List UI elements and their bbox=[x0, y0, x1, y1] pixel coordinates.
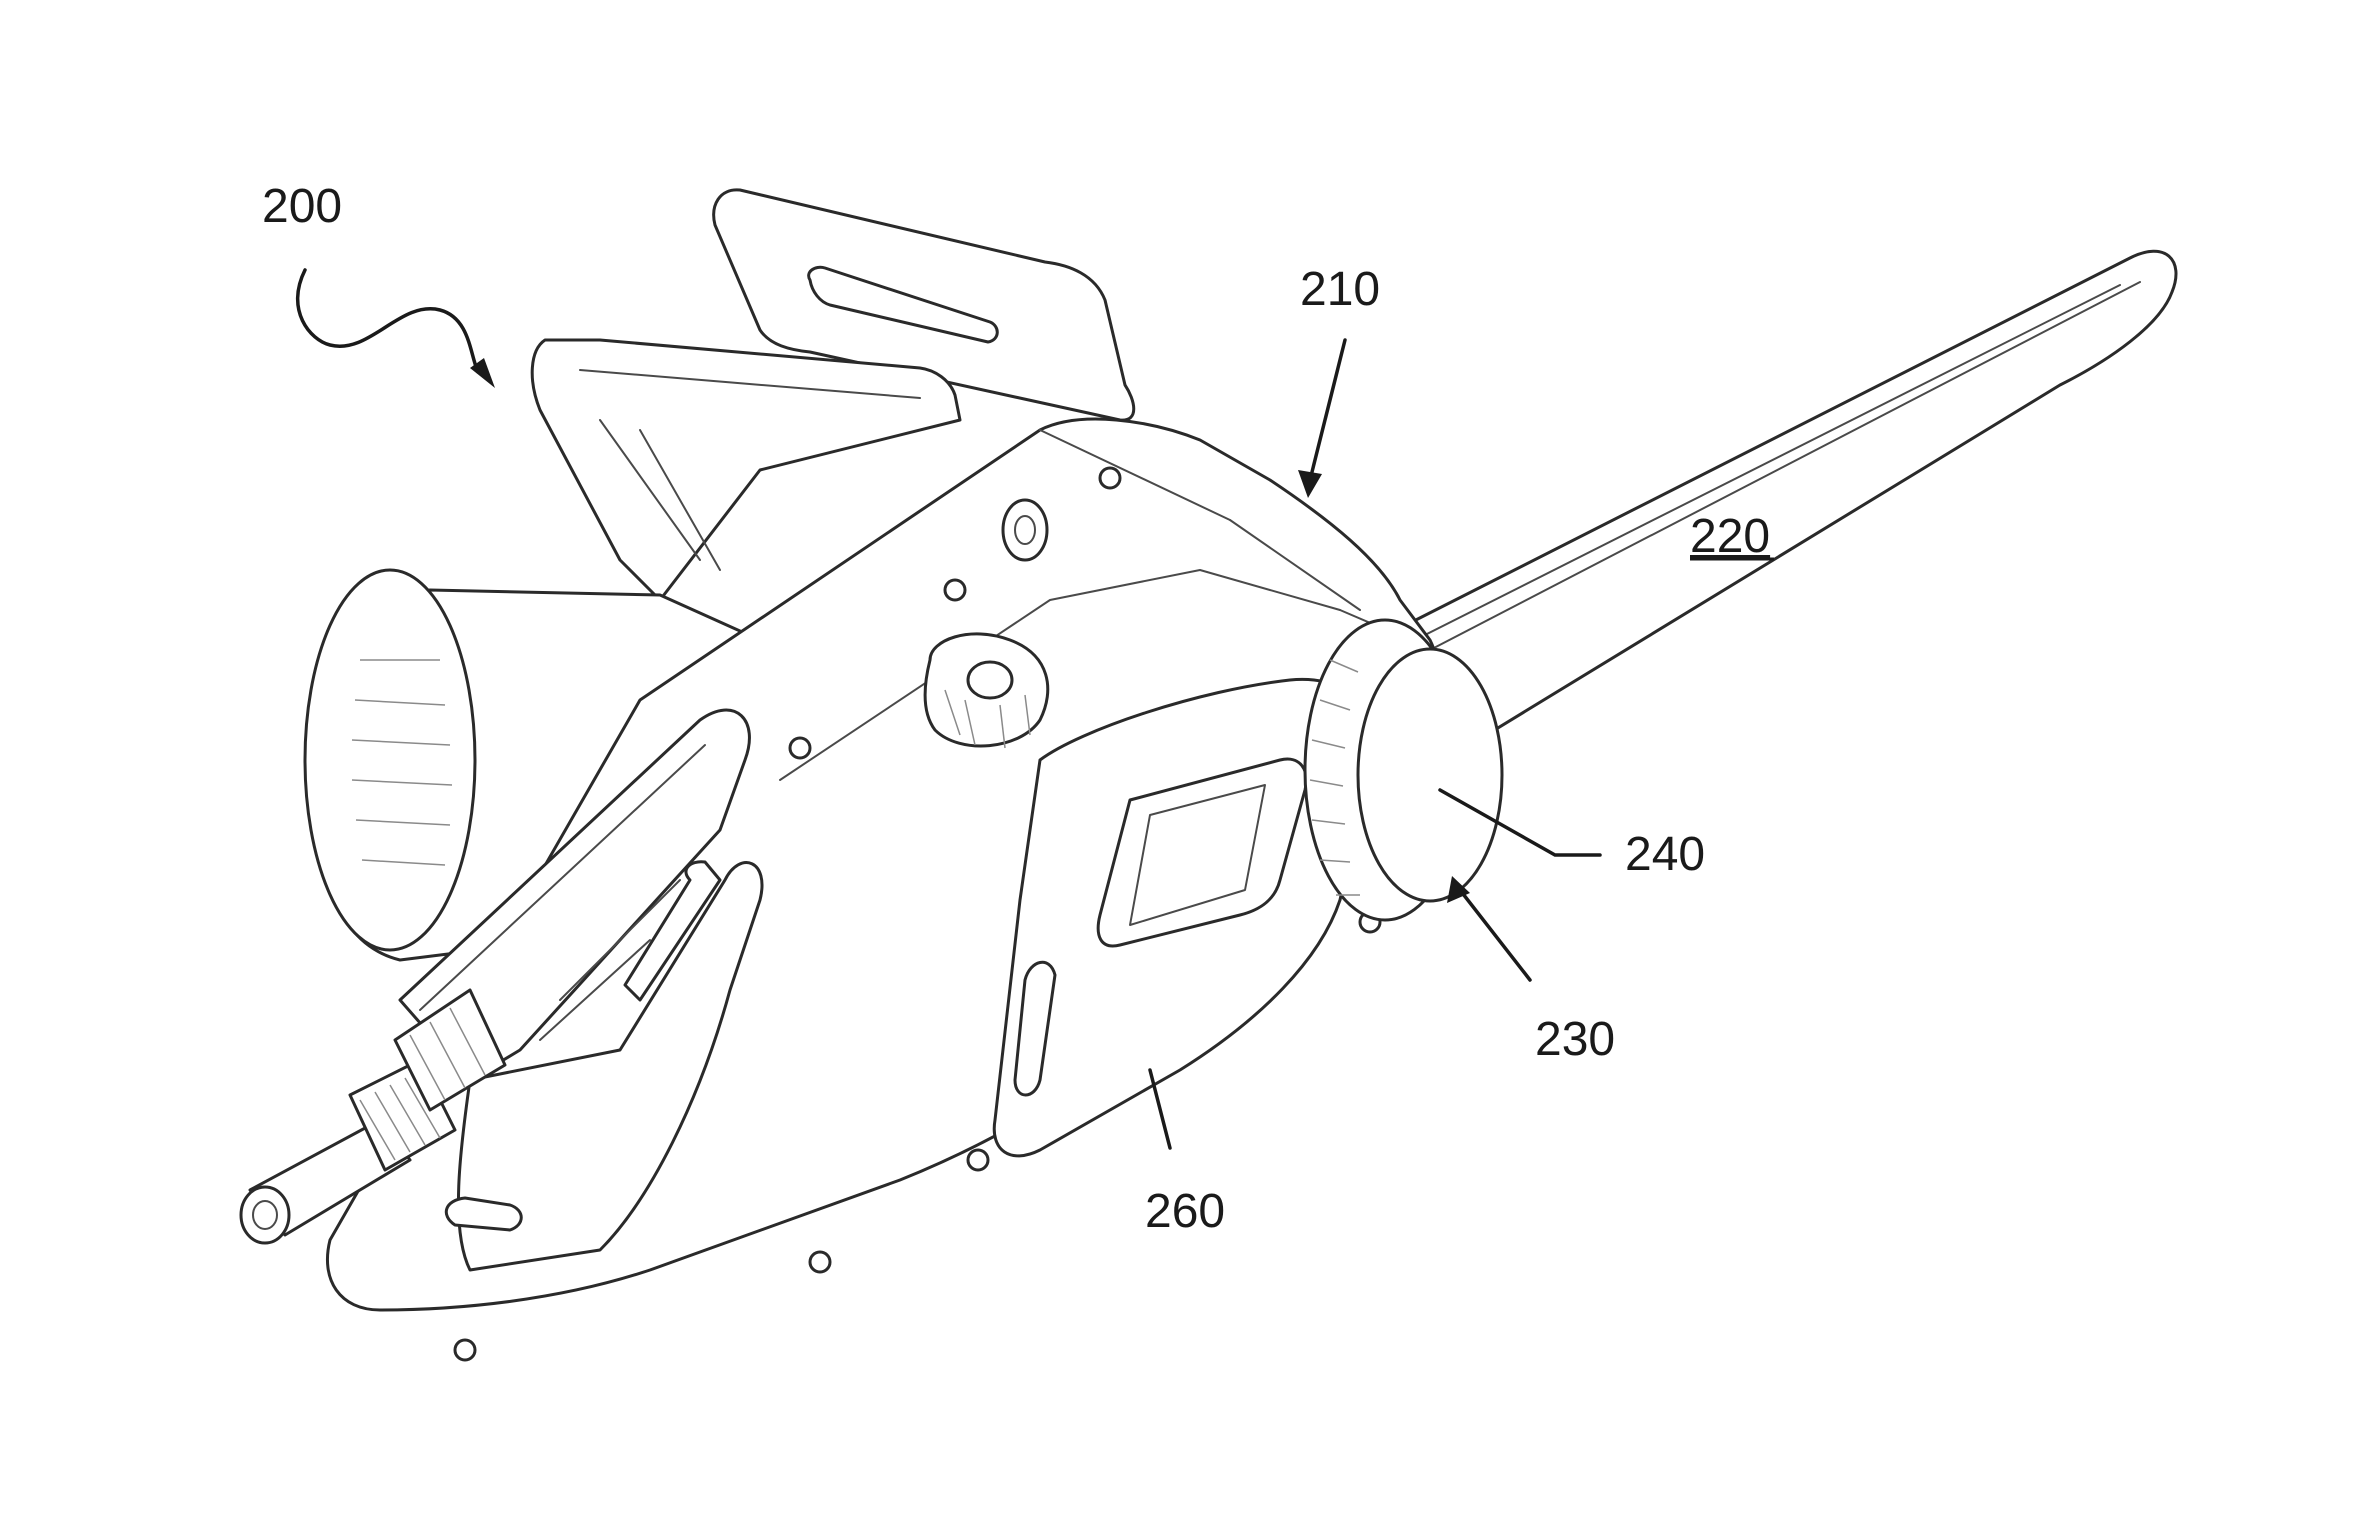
label-240: 240 bbox=[1625, 828, 1705, 881]
label-230: 230 bbox=[1535, 1013, 1615, 1066]
label-260: 260 bbox=[1145, 1185, 1225, 1238]
label-200: 200 bbox=[262, 180, 342, 233]
guide-bar bbox=[1400, 251, 2176, 745]
label-210: 210 bbox=[1300, 263, 1380, 316]
oil-cap bbox=[925, 634, 1048, 748]
tension-knob bbox=[1358, 649, 1502, 901]
label-220: 220 bbox=[1690, 510, 1770, 563]
